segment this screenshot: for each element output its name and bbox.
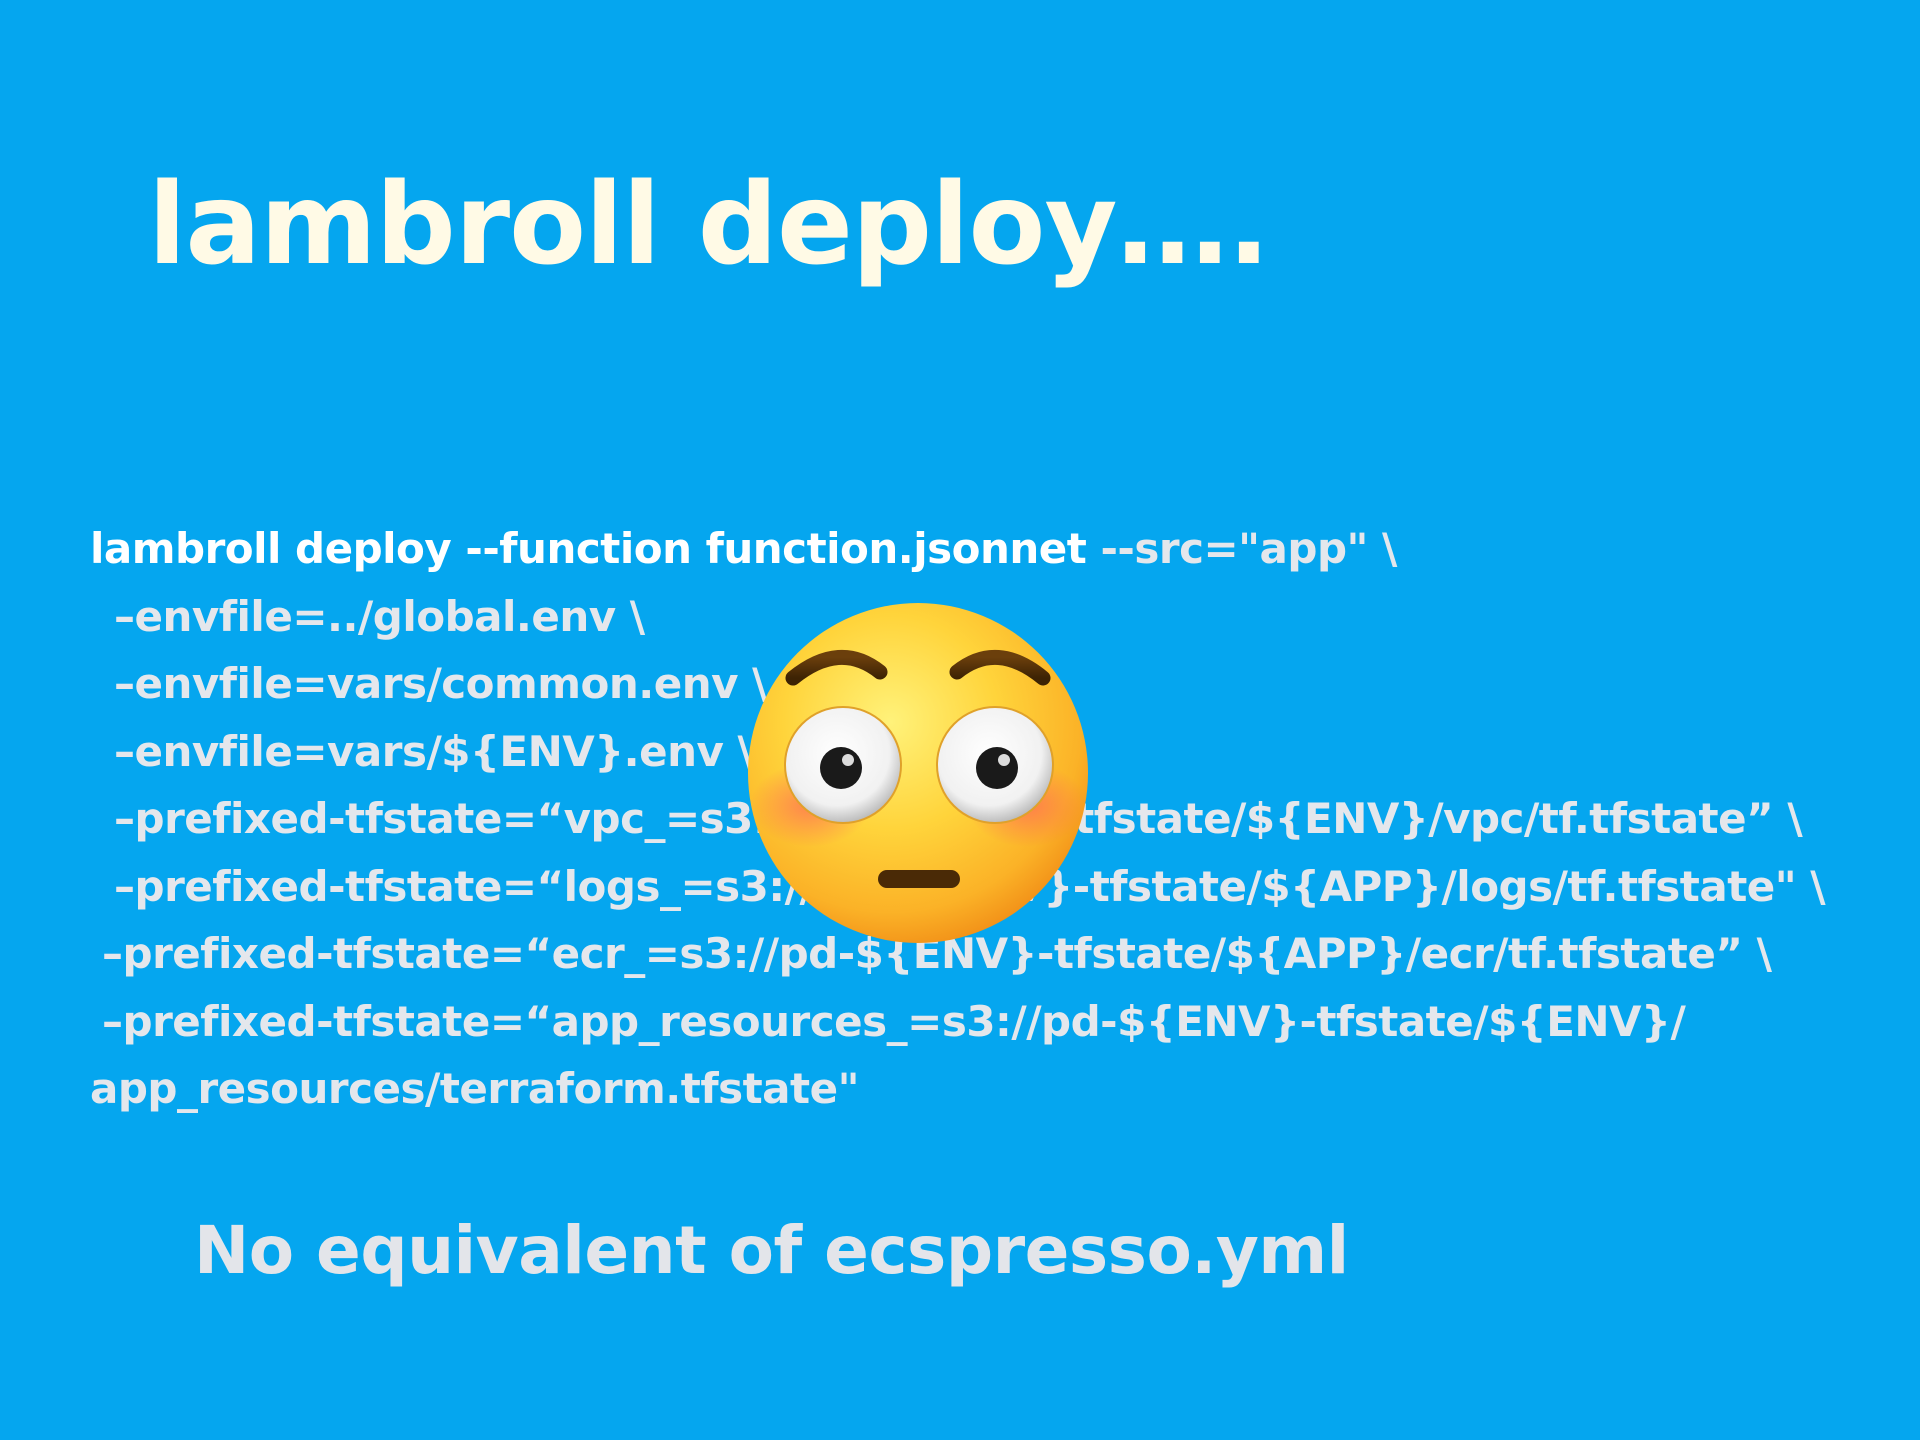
command-main: lambroll deploy --function function.json… [90,524,1087,573]
command-line-2: –envfile=../global.env \ [114,591,645,641]
command-src-flag: --src="app" \ [1086,524,1397,573]
slide-title: lambroll deploy…. [148,160,1270,290]
command-line-8: –prefixed-tfstate=“app_resources_=s3://p… [102,996,1686,1046]
command-block: lambroll deploy --function function.json… [90,515,1890,1123]
command-line-9: app_resources/terraform.tfstate" [90,1064,859,1113]
command-line-4: –envfile=vars/${ENV}.env \ [114,726,753,776]
footer-note: No equivalent of ecspresso.yml [194,1212,1349,1289]
command-line-3: –envfile=vars/common.env \ [114,659,768,708]
flushed-face-icon [748,603,1088,943]
command-line-1: lambroll deploy --function function.json… [90,515,1890,583]
